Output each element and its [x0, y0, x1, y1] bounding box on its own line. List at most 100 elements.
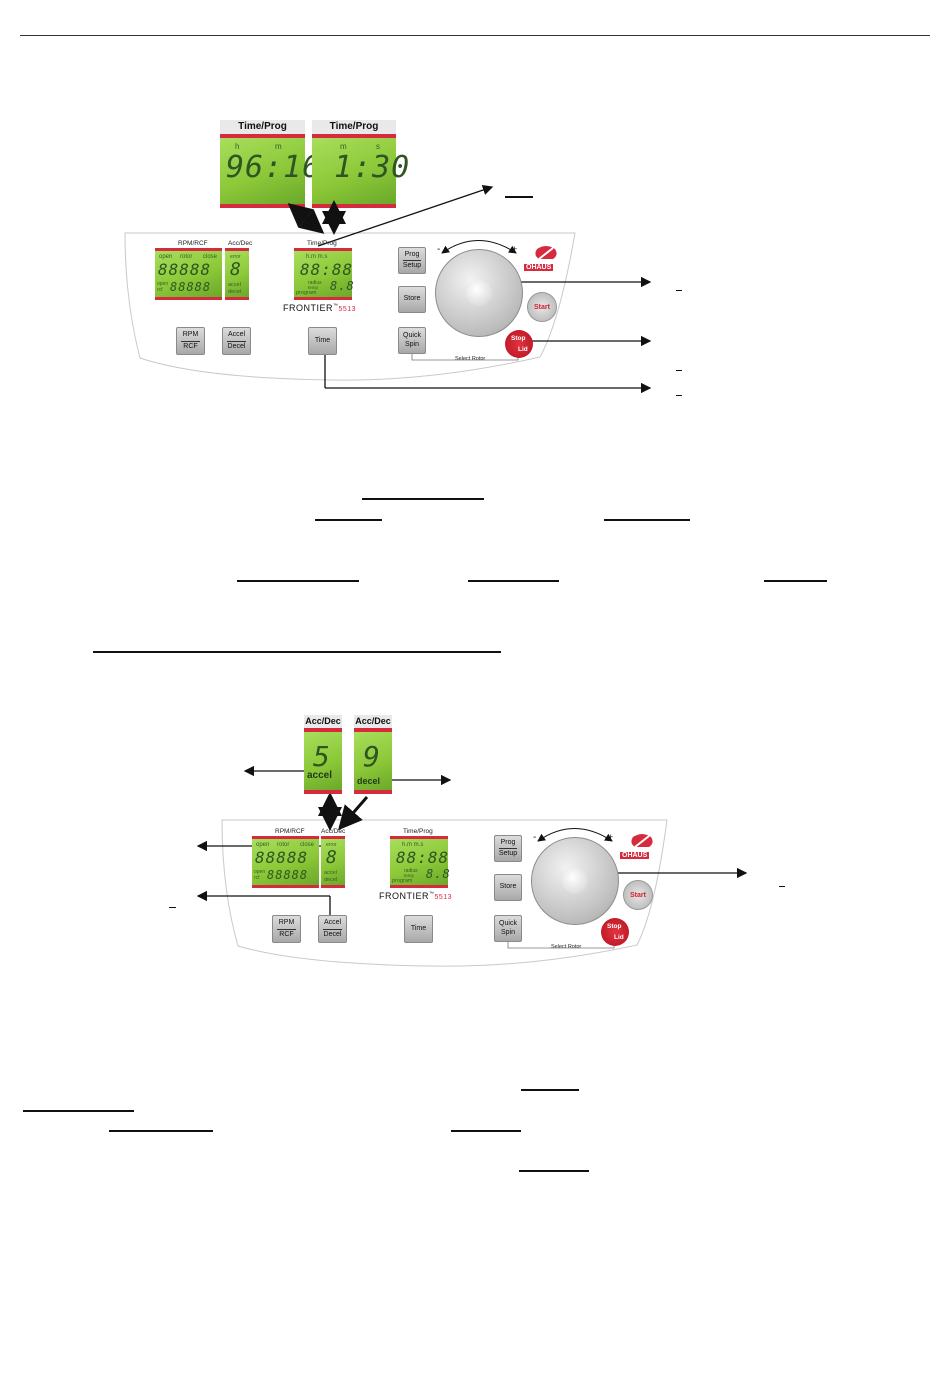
brand-label-2: FRONTIER™5513: [379, 891, 453, 901]
time-lcd: h.m m.s 88:88 radius temp program 8.8: [294, 248, 354, 300]
brand-model: 5513: [338, 306, 357, 313]
knob-minus: -: [437, 244, 441, 255]
time-units: h.m m.s: [306, 254, 328, 260]
time-label-temp: temp: [404, 873, 415, 878]
knob-minus-2: -: [533, 832, 537, 843]
acc-label-error: error: [230, 254, 241, 260]
rpm-lcd: open rotor close 88888 open rcf 88888: [155, 248, 222, 300]
accel-digit: 5: [313, 740, 331, 773]
acc-lcd: error 8 accel decel: [225, 248, 249, 300]
unit-left: h: [235, 142, 240, 151]
rpm-label: RPM: [278, 919, 295, 927]
rpm-digits-bottom: 88888: [170, 280, 212, 294]
time-button-2[interactable]: Time: [404, 915, 433, 943]
acc-label-decel: decel: [228, 289, 242, 295]
callout-dash-time: [676, 395, 682, 396]
rpm-side-open: open: [157, 281, 169, 287]
stop-lid-button-2[interactable]: Stop Lid: [601, 918, 629, 946]
stop-lid-button[interactable]: Stop Lid: [505, 330, 533, 358]
lcd-decel: 9 decel: [354, 728, 392, 794]
rpm-lcd-2: open rotor close 88888 open rcf 88888: [252, 836, 319, 888]
brand-label: FRONTIER™5513: [283, 303, 357, 313]
rpm-header: RPM/RCF: [178, 240, 208, 247]
quick-spin-button-2[interactable]: Quick Spin: [494, 915, 522, 942]
rpm-digits-bottom: 88888: [267, 868, 309, 882]
brand-name: FRONTIER: [379, 891, 429, 901]
callout-dash-accel: [169, 907, 176, 908]
store-button[interactable]: Store: [398, 286, 426, 313]
time-label-radius: radius: [308, 280, 322, 286]
lcd-digits: 96:16: [226, 150, 322, 185]
spin-label: Spin: [404, 340, 419, 348]
prog-label: Prog: [404, 250, 420, 258]
lcd-digits: 1:30: [334, 150, 411, 185]
stop-label: Stop: [511, 335, 526, 342]
acc-digit: 8: [326, 847, 338, 868]
rpm-digits-top: 88888: [255, 848, 309, 867]
callout-dash-knob-2: [779, 886, 785, 887]
time-label-temp: temp: [308, 285, 319, 290]
setup-label: Setup: [402, 262, 422, 269]
acc-lcd-2: error 8 accel decel: [321, 836, 345, 888]
arrow-time-display: [317, 184, 494, 247]
acc-header-2: Acc/Dec: [321, 828, 346, 835]
underline-j: [451, 1130, 521, 1132]
decel-label: Decel: [323, 930, 342, 938]
quick-spin-button[interactable]: Quick Spin: [398, 327, 426, 354]
accel-decel-button-2[interactable]: Accel Decel: [318, 915, 347, 943]
time-button[interactable]: Time: [308, 327, 337, 355]
time-label-program: program: [296, 290, 317, 296]
time-header: Time/Prog: [307, 240, 337, 247]
rcf-label: RCF: [183, 342, 198, 350]
start-button[interactable]: Start: [527, 292, 557, 322]
rpm-header-2: RPM/RCF: [275, 828, 305, 835]
accel-label: Accel: [227, 331, 246, 339]
quick-label: Quick: [403, 332, 421, 340]
start-button-2[interactable]: Start: [623, 880, 653, 910]
callout-dash-knob: [676, 290, 682, 291]
prog-setup-button-2[interactable]: Prog Setup: [494, 835, 522, 862]
lcd-accel: 5 accel: [304, 728, 342, 794]
underline-i: [109, 1130, 213, 1132]
decel-label: Decel: [227, 342, 246, 350]
prog-setup-button[interactable]: Prog Setup: [398, 247, 426, 274]
time-label-program: program: [392, 878, 413, 884]
arrow-zoom-decel: [338, 796, 369, 831]
underline-heading: [93, 651, 501, 653]
acc-label-decel: decel: [324, 877, 338, 883]
rpm-label: RPM: [182, 331, 199, 339]
knob-arc-1: [441, 240, 517, 254]
lid-label: Lid: [614, 934, 624, 941]
rpm-label-rotor: rotor: [277, 842, 290, 848]
rpm-rcf-button[interactable]: RPM RCF: [176, 327, 205, 355]
accel-decel-button[interactable]: Accel Decel: [222, 327, 251, 355]
time-prog-digits: 8.8: [426, 867, 451, 881]
rpm-label-close: close: [300, 842, 315, 848]
panel1-outline: [124, 232, 576, 381]
start-label: Start: [534, 303, 550, 311]
callout-underline-1: [505, 196, 533, 198]
decel-digit: 9: [363, 740, 381, 773]
stop-label: Stop: [607, 923, 622, 930]
callout-dash-stop: [676, 370, 682, 371]
acc-label-error: error: [326, 842, 337, 848]
underline-f: [764, 580, 827, 582]
brand-model: 5513: [434, 894, 453, 901]
lcd-accel-header: Acc/Dec: [304, 715, 342, 728]
rpm-rcf-button-2[interactable]: RPM RCF: [272, 915, 301, 943]
rotor-knob-2[interactable]: [531, 837, 619, 925]
lcd-time-ms: m s 1:30: [312, 134, 409, 208]
quick-label: Quick: [499, 920, 517, 928]
rotor-knob[interactable]: [435, 249, 523, 337]
time-digits: 88:88: [396, 848, 450, 867]
underline-g: [521, 1089, 579, 1091]
time-units: h.m m.s: [402, 842, 424, 848]
unit-right: s: [376, 142, 380, 151]
decel-text: decel: [357, 776, 381, 786]
ohaus-wordmark-2: OHAUS: [620, 852, 650, 859]
acc-label-accel: accel: [324, 870, 337, 876]
lid-label: Lid: [518, 346, 528, 353]
rpm-label-rotor: rotor: [180, 254, 193, 260]
prog-label: Prog: [500, 838, 516, 846]
store-button-2[interactable]: Store: [494, 874, 522, 901]
